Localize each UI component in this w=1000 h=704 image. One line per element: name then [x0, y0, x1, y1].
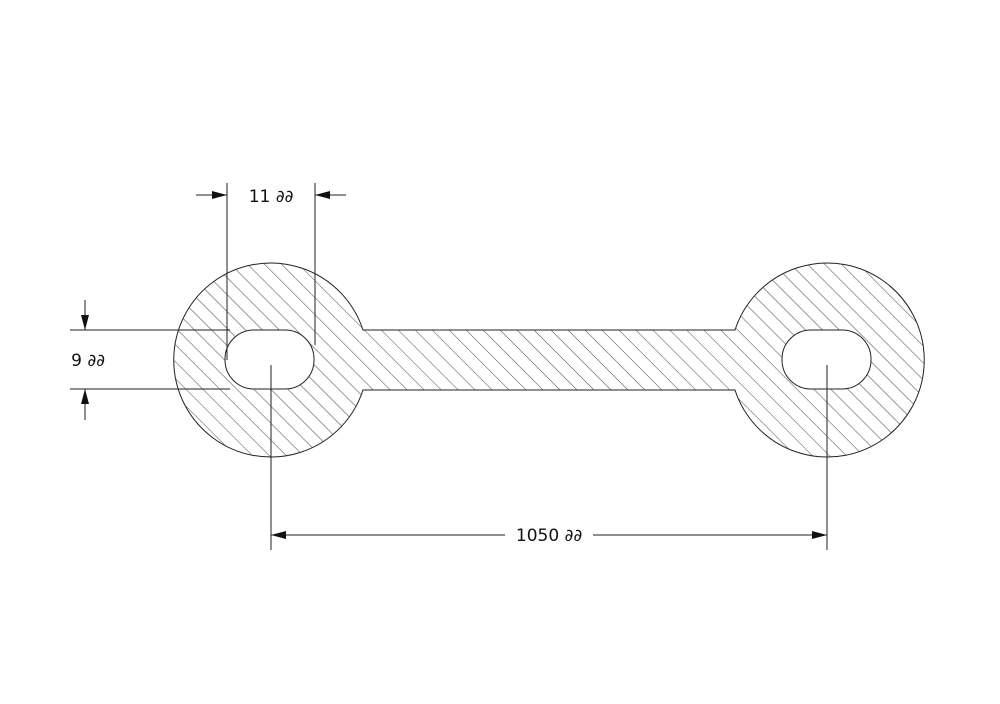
arrow-up-icon — [81, 389, 89, 404]
arrow-right-icon — [812, 531, 827, 539]
slot-height-dimension: 9 ∂∂ — [70, 300, 230, 420]
arrow-left-icon — [315, 191, 330, 199]
slot-width-label: 11 ∂∂ — [249, 187, 294, 207]
part-outline — [173, 262, 925, 458]
slot-height-label: 9 ∂∂ — [71, 351, 105, 371]
center-distance-dimension: 1050 ∂∂ — [270, 365, 828, 550]
link-part — [173, 262, 925, 458]
arrow-right-icon — [212, 191, 227, 199]
center-distance-label: 1050 ∂∂ — [516, 526, 582, 546]
part-hatch-fill — [173, 263, 925, 457]
left-slot — [224, 329, 315, 390]
arrow-left-icon — [271, 531, 286, 539]
arrow-down-icon — [81, 315, 89, 330]
